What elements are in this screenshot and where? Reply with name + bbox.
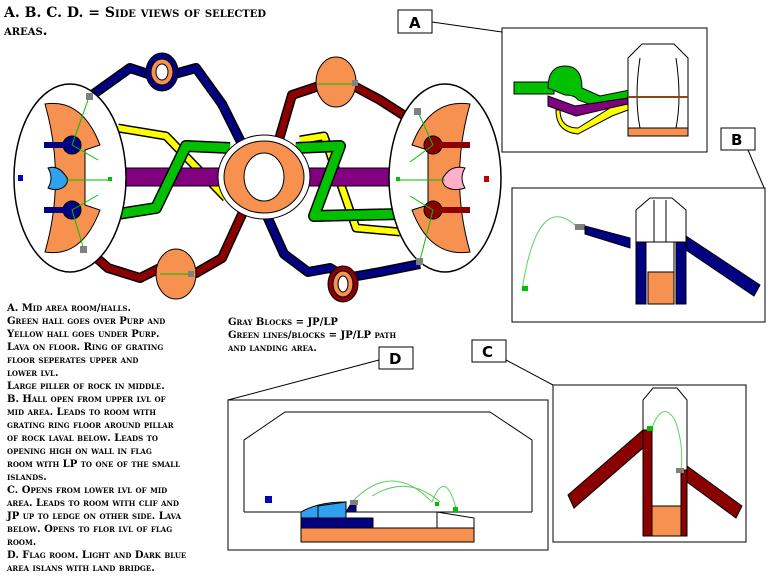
notes-text: A. Mid area room/halls. Green hall goes o… [6, 303, 186, 574]
note-line: opening high on wall in flag [7, 446, 152, 457]
note-line: islands. [7, 472, 47, 483]
note-line: floor seperates upper and [7, 355, 139, 366]
mid-room [217, 134, 311, 220]
small-room-bottom-right [327, 265, 359, 303]
note-line: room with LP to one of the small [7, 459, 180, 470]
panel-b-side-view: B [511, 127, 766, 323]
panel-a-side-view: A [397, 9, 708, 153]
note-line: room. [7, 537, 36, 548]
flag-room-left [13, 83, 127, 273]
note-line: Lava on floor. Ring of grating [7, 342, 163, 353]
island-room-top [315, 56, 358, 108]
note-line: of rock laval below. Leads to [7, 433, 158, 444]
legend-landing: and landing area. [227, 343, 317, 354]
panel-b-label: B [731, 131, 742, 149]
note-line: mid area. Leads to room with [7, 407, 156, 418]
note-line: C. Opens from lower lvl of mid [7, 485, 167, 496]
title-line-2: areas. [3, 23, 48, 39]
note-line: Large piller of rock in middle. [7, 381, 165, 392]
note-line: grating ring floor around pillar [7, 420, 174, 431]
note-line: area islans with land bridge. [6, 563, 155, 574]
panel-d-side-view: D [227, 346, 549, 551]
note-line: A. Mid area room/halls. [6, 303, 131, 314]
note-line: D. Flag room. Light and Dark blue [7, 550, 186, 561]
panel-d-label: D [389, 350, 401, 368]
note-line: area. Leads to room with clif and [6, 498, 179, 509]
island-room-bottom [155, 248, 197, 300]
panel-c-side-view: C [471, 339, 747, 543]
map-top-view [13, 52, 502, 303]
note-line: B. Hall open from upper lvl of [7, 394, 166, 405]
legend-green-lines: Green lines/blocks = JP/LP path [228, 330, 396, 341]
note-line: Yellow hall goes under Purp. [6, 329, 159, 340]
note-line: JP up to ledge on other side. Lava [6, 511, 182, 522]
note-line: Green hall goes over Purp and [7, 316, 165, 327]
note-line: below. Opens to flor lvl of flag [7, 524, 172, 535]
small-room-top-left [145, 52, 179, 92]
panel-a-label: A [409, 14, 421, 32]
legend-gray-blocks: Gray Blocks = JP/LP [228, 317, 338, 328]
note-line: lower lvl. [7, 368, 58, 379]
title-line-1: A. B. C. D. = Side views of selected [3, 5, 266, 21]
panel-c-label: C [482, 343, 493, 361]
flag-room-right [388, 83, 502, 273]
legend: Gray Blocks = JP/LP Green lines/blocks =… [227, 317, 396, 354]
